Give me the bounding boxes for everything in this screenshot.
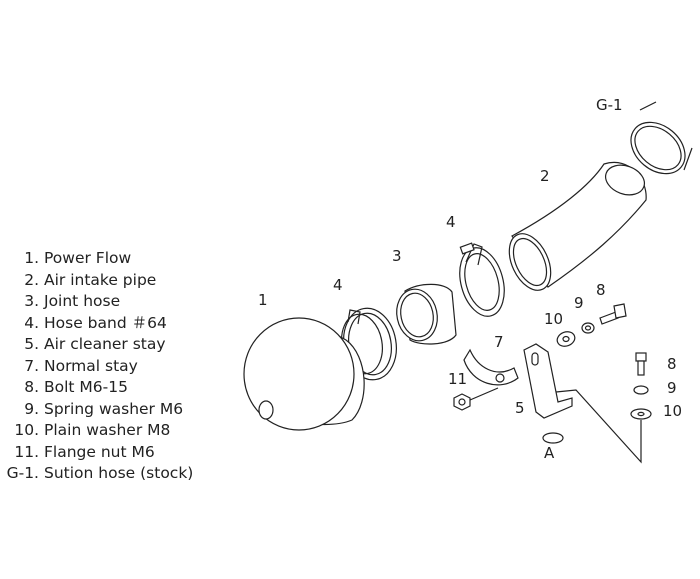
legend-item: 2. Air intake pipe bbox=[4, 270, 193, 292]
legend-text: Sution hose (stock) bbox=[44, 464, 194, 482]
legend-number: G-1. bbox=[6, 464, 39, 482]
legend-number: 3. bbox=[24, 292, 39, 310]
callout-1: 1 bbox=[258, 291, 268, 309]
callout-7: 7 bbox=[494, 333, 504, 351]
legend-text: Normal stay bbox=[44, 356, 138, 375]
legend-number: 11. bbox=[14, 442, 39, 461]
legend-number: 1. bbox=[24, 249, 39, 267]
callout-4-lower: 4 bbox=[333, 276, 343, 294]
legend-item: G-1. Sution hose (stock) bbox=[4, 463, 194, 485]
callout-g1: G-1 bbox=[596, 96, 623, 114]
legend-item: 10. Plain washer M8 bbox=[4, 420, 193, 442]
part-4-hose-band-upper bbox=[459, 242, 505, 317]
legend-text: Power Flow bbox=[44, 249, 132, 267]
legend-number: 4. bbox=[24, 313, 39, 332]
callout-11: 11 bbox=[448, 370, 467, 388]
legend-text: Flange nut M6 bbox=[44, 442, 155, 461]
legend-text: Hose band ＃64 bbox=[44, 313, 167, 332]
part-8-bolt-top bbox=[599, 303, 627, 325]
callout-2: 2 bbox=[540, 167, 550, 185]
legend-item: 9. Spring washer M6 bbox=[4, 399, 193, 421]
callout-3: 3 bbox=[392, 247, 402, 265]
legend-number: 8. bbox=[24, 378, 39, 396]
callout-10-right: 10 bbox=[663, 402, 682, 420]
part-1-power-flow bbox=[243, 317, 365, 431]
legend-number: 2. bbox=[24, 270, 39, 289]
legend-number: 5. bbox=[24, 335, 39, 353]
legend-item: 5. Air cleaner stay bbox=[4, 334, 193, 356]
legend-number: 7. bbox=[24, 356, 39, 375]
legend-item: 11. Flange nut M6 bbox=[4, 442, 193, 464]
legend-item: 3. Joint hose bbox=[4, 291, 193, 313]
legend-text: Spring washer M6 bbox=[44, 399, 184, 418]
part-10-plain-washer-right bbox=[630, 408, 652, 420]
callout-10-upper: 10 bbox=[544, 310, 563, 328]
legend-item: 4. Hose band ＃64 bbox=[4, 313, 193, 335]
callout-9-upper: 9 bbox=[574, 294, 584, 312]
callout-8-right: 8 bbox=[667, 355, 677, 373]
assembly-a-leader-lines bbox=[555, 389, 642, 464]
legend-text: Joint hose bbox=[44, 292, 121, 310]
callout-4-upper: 4 bbox=[446, 213, 456, 231]
callout-9-right: 9 bbox=[667, 379, 677, 397]
part-9-spring-washer-right bbox=[633, 385, 649, 395]
part-9-spring-washer-top bbox=[581, 322, 595, 334]
legend-number: 10. bbox=[14, 421, 39, 439]
part-11-flange-nut bbox=[453, 387, 499, 411]
part-g1-suction-hose bbox=[630, 101, 693, 175]
legend-item: 1. Power Flow bbox=[4, 248, 193, 270]
legend-item: 8. Bolt M6-15 bbox=[4, 377, 193, 399]
legend-text: Plain washer M8 bbox=[44, 421, 171, 439]
part-8-bolt-right bbox=[635, 352, 647, 376]
legend-text: Bolt M6-15 bbox=[44, 378, 128, 396]
legend-number: 9. bbox=[24, 399, 39, 418]
callout-a: A bbox=[544, 444, 555, 462]
part-3-joint-hose bbox=[396, 283, 457, 345]
part-7-normal-stay bbox=[463, 348, 519, 386]
part-2-air-intake-pipe bbox=[508, 161, 647, 291]
legend-item: 7. Normal stay bbox=[4, 356, 193, 378]
legend-text: Air cleaner stay bbox=[44, 335, 166, 353]
legend-text: Air intake pipe bbox=[44, 270, 157, 289]
part-5-air-cleaner-stay bbox=[523, 343, 573, 444]
callout-8-upper: 8 bbox=[596, 281, 606, 299]
parts-legend: 1. Power Flow 2. Air intake pipe 3. Joint h… bbox=[4, 248, 194, 485]
part-10-plain-washer-top bbox=[556, 331, 576, 347]
callout-5: 5 bbox=[515, 399, 525, 417]
